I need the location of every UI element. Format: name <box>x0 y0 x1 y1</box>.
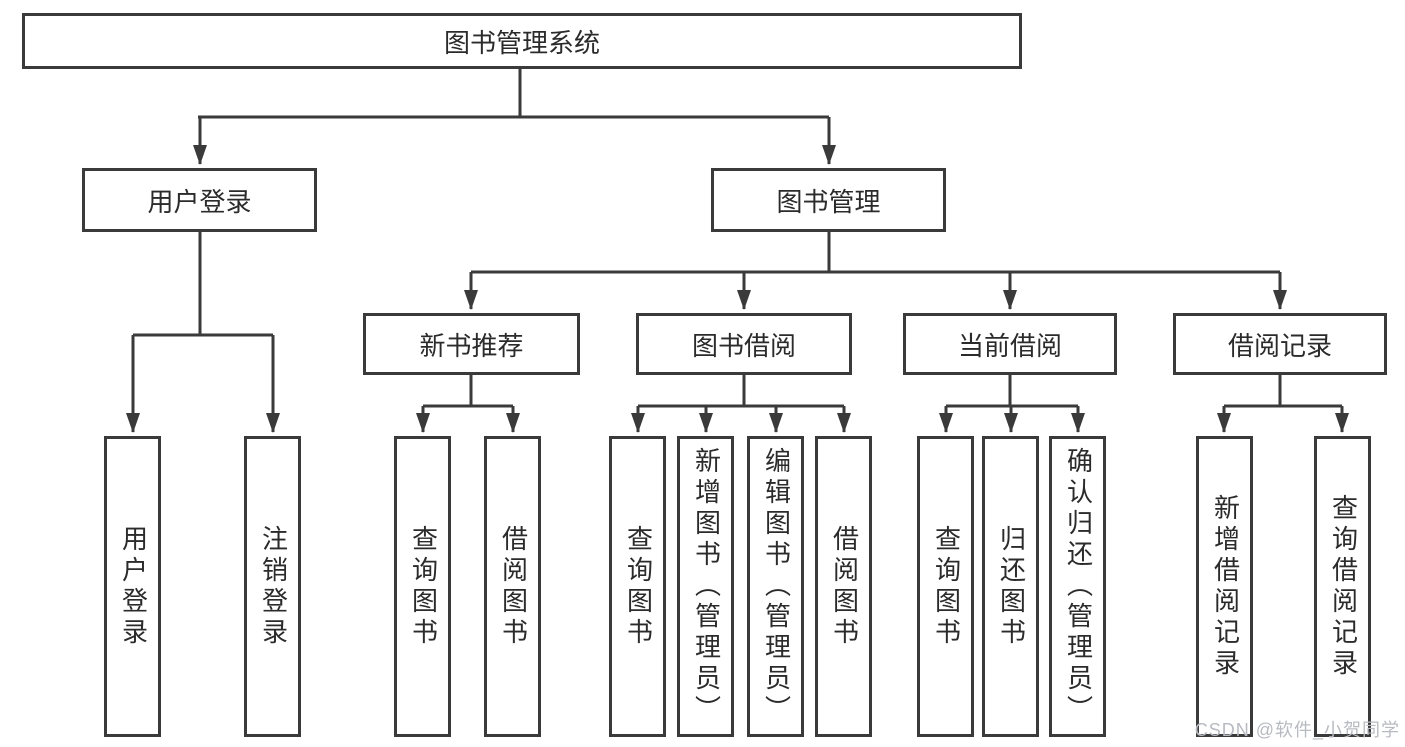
node-label: 新增借阅记录 <box>1210 493 1241 680</box>
node-query-books-borrowing: 查询图书 <box>609 436 666 737</box>
node-new-book-recommendation: 新书推荐 <box>363 313 580 375</box>
node-confirm-return-admin: 确认归还（管理员） <box>1049 436 1106 737</box>
node-label: 借阅图书 <box>498 524 529 649</box>
node-borrow-books-borrowing: 借阅图书 <box>815 436 872 737</box>
node-query-books-recommend: 查询图书 <box>394 436 451 737</box>
node-book-management: 图书管理 <box>711 168 946 232</box>
node-label: 新书推荐 <box>419 330 524 361</box>
node-label: 查询图书 <box>623 524 654 649</box>
node-logout-leaf: 注销登录 <box>244 436 301 737</box>
node-label: 图书管理系统 <box>443 27 600 58</box>
node-library-management-system: 图书管理系统 <box>22 13 1022 69</box>
node-edit-books-admin: 编辑图书（管理员） <box>747 436 804 737</box>
node-label: 借阅图书 <box>829 524 860 649</box>
node-label: 图书管理 <box>776 186 881 217</box>
node-label: 注销登录 <box>258 524 289 649</box>
node-new-borrow-record: 新增借阅记录 <box>1196 436 1253 737</box>
node-label: 确认归还（管理员） <box>1063 447 1094 726</box>
node-label: 用户登录 <box>118 524 149 649</box>
node-user-login-leaf: 用户登录 <box>104 436 161 737</box>
node-label: 当前借阅 <box>957 330 1062 361</box>
node-user-login: 用户登录 <box>82 168 317 232</box>
node-label: 用户登录 <box>147 186 252 217</box>
node-query-books-current: 查询图书 <box>917 436 974 737</box>
node-label: 编辑图书（管理员） <box>761 447 792 726</box>
node-label: 归还图书 <box>996 524 1027 649</box>
node-borrowing-records: 借阅记录 <box>1173 313 1387 375</box>
node-label: 查询借阅记录 <box>1328 493 1359 680</box>
node-query-borrow-record: 查询借阅记录 <box>1314 436 1371 737</box>
node-return-books: 归还图书 <box>982 436 1039 737</box>
node-label: 新增图书（管理员） <box>691 447 722 726</box>
node-current-borrowing: 当前借阅 <box>903 313 1117 375</box>
node-label: 图书借阅 <box>691 330 796 361</box>
csdn-watermark: CSDN @软件_小贺同学 <box>1194 720 1400 740</box>
node-borrow-books-recommend: 借阅图书 <box>484 436 541 737</box>
node-label: 查询图书 <box>931 524 962 649</box>
node-label: 查询图书 <box>408 524 439 649</box>
node-label: 借阅记录 <box>1227 330 1332 361</box>
node-add-books-admin: 新增图书（管理员） <box>677 436 734 737</box>
node-book-borrowing: 图书借阅 <box>636 313 852 375</box>
